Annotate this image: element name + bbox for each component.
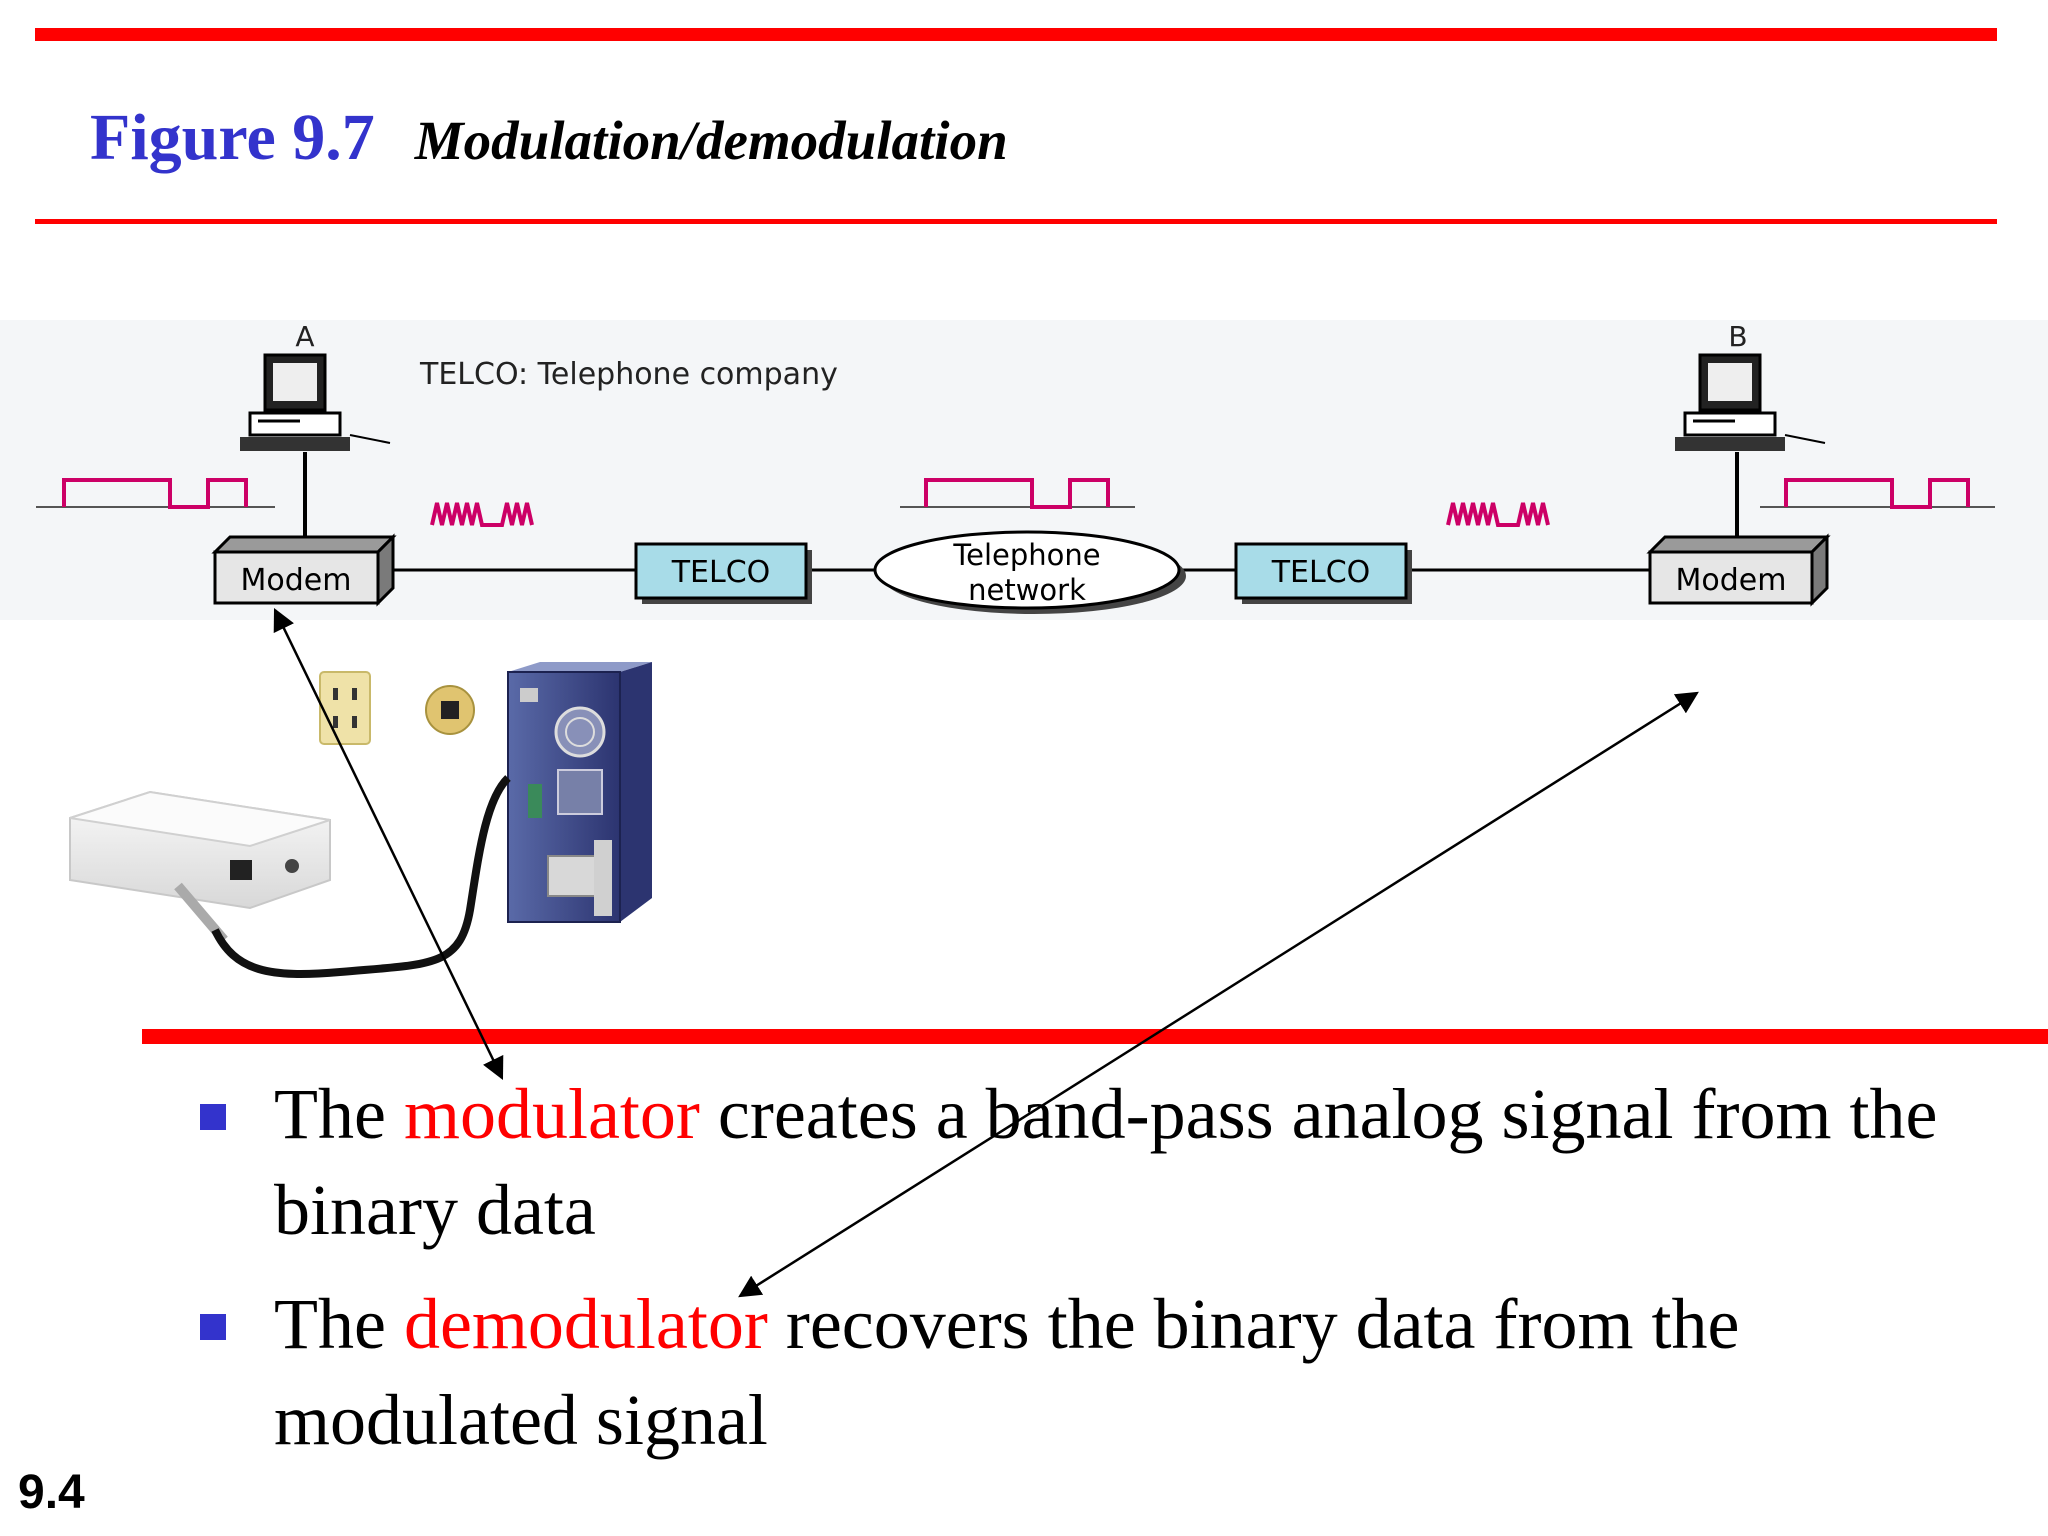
figure-number: Figure 9.7 bbox=[90, 101, 375, 174]
bullet-marker bbox=[200, 1104, 226, 1130]
telephone-network-cloud bbox=[873, 530, 1186, 614]
digital-signal-right bbox=[1760, 478, 1995, 509]
bullet-before: The bbox=[274, 1074, 404, 1154]
analog-signal-right bbox=[1446, 502, 1550, 527]
analog-signal-left bbox=[430, 502, 534, 527]
computer-a-icon bbox=[240, 353, 391, 451]
tower-case-icon bbox=[507, 662, 652, 923]
bullet-text: The demodulator recovers the binary data… bbox=[274, 1276, 2014, 1468]
telco-right-label: TELCO bbox=[1271, 555, 1371, 590]
top-red-rule bbox=[35, 28, 1997, 41]
telco-left-box bbox=[634, 542, 812, 604]
external-modem-device bbox=[69, 790, 331, 944]
phone-jack-icon bbox=[425, 685, 475, 735]
page-number: 9.4 bbox=[18, 1466, 85, 1519]
network-label-line2: network bbox=[968, 573, 1086, 607]
slide-title: Figure 9.7 Modulation/demodulation bbox=[90, 100, 1008, 180]
modem-left-box bbox=[211, 533, 397, 607]
network-label-line1: Telephone bbox=[952, 538, 1100, 572]
station-a-label: A bbox=[295, 320, 314, 353]
modem-right-box bbox=[1646, 533, 1831, 607]
station-b-label: B bbox=[1728, 320, 1747, 353]
modem-left-label: Modem bbox=[241, 563, 352, 598]
computer-b-icon bbox=[1675, 353, 1826, 451]
telco-legend: TELCO: Telephone company bbox=[419, 357, 838, 392]
modulation-diagram: TELCO: Telephone company A B bbox=[0, 320, 2048, 978]
title-red-rule bbox=[35, 219, 1997, 224]
wall-outlet-icon bbox=[319, 671, 371, 745]
digital-signal-left bbox=[36, 478, 275, 509]
telco-right-box bbox=[1234, 542, 1412, 604]
bullet-before: The bbox=[274, 1284, 404, 1364]
telco-left-label: TELCO bbox=[671, 555, 771, 590]
bullet-marker bbox=[200, 1314, 226, 1340]
bullet-text: The modulator creates a band-pass analog… bbox=[274, 1066, 2014, 1258]
term-modulator: modulator bbox=[403, 1074, 700, 1154]
figure-caption: Modulation/demodulation bbox=[414, 110, 1008, 171]
bullet-after: recovers the binary data from the modula… bbox=[274, 1284, 1740, 1460]
term-demodulator: demodulator bbox=[403, 1284, 768, 1364]
modem-right-label: Modem bbox=[1676, 563, 1787, 598]
digital-signal-center bbox=[900, 478, 1135, 509]
